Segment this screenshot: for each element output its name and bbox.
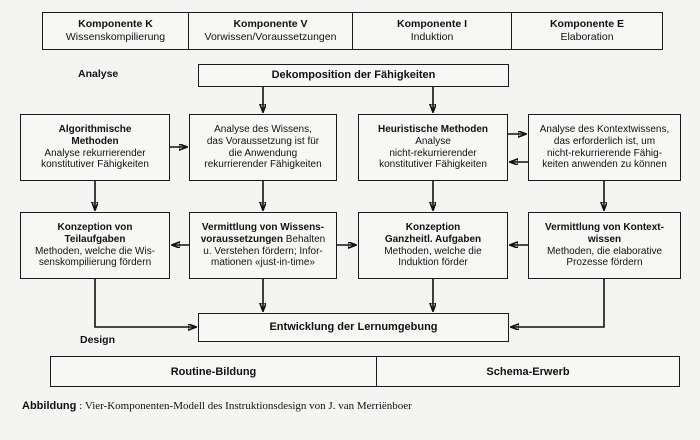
header-subtitle: Wissenskompilierung <box>65 31 166 43</box>
header-cell-komponente-i: Komponente I Induktion <box>353 13 512 49</box>
box-body-line4: rekurrierender Fähigkeiten <box>204 159 322 171</box>
outcome-label: Schema-Erwerb <box>486 365 570 378</box>
box-title-line2: voraussetzungen Behalten <box>200 233 326 245</box>
box-algorithmische-methoden: Algorithmische Methoden Analyse rekurrie… <box>20 114 170 181</box>
box-title-line1: Konzeption von <box>57 222 133 234</box>
box-body-line1: Analyse rekurrierender <box>44 147 146 159</box>
box-body-line2: senskompilierung fördern <box>38 257 152 269</box>
header-title: Komponente E <box>549 18 625 31</box>
box-body-line3: nicht-rekurrierende Fähig- <box>546 147 663 159</box>
box-body-line3: die Anwendung <box>228 147 298 159</box>
caption-text: : Vier-Komponenten-Modell des Instruktio… <box>79 400 412 412</box>
box-entwicklung-der-lernumgebung: Entwicklung der Lernumgebung <box>198 313 509 342</box>
box-vermittlung-von-wissensvoraussetzungen: Vermittlung von Wissens- voraussetzungen… <box>189 212 337 279</box>
header-subtitle: Elaboration <box>560 31 614 43</box>
box-body-line1: u. Verstehen fördern; Infor- <box>203 245 323 257</box>
outcome-cell-routine-bildung: Routine-Bildung <box>51 357 377 386</box>
box-analyse-des-wissens: Analyse des Wissens, das Voraussetzung i… <box>189 114 337 181</box>
box-body-line4: keiten anwenden zu können <box>542 159 667 171</box>
box-title-line2: Methoden <box>71 135 119 147</box>
box-body-line1: Methoden, welche die <box>384 245 482 257</box>
box-konzeption-von-teilaufgaben: Konzeption von Teilaufgaben Methoden, we… <box>20 212 170 279</box>
box-title-line2: wissen <box>587 233 622 245</box>
box-title: Entwicklung der Lernumgebung <box>269 321 438 334</box>
header-title: Komponente V <box>233 18 308 31</box>
box-title-line2: Teilaufgaben <box>64 233 126 245</box>
box-title-line1: Algorithmische <box>58 124 132 136</box>
figure-caption: Abbildung : Vier-Komponenten-Modell des … <box>22 400 412 412</box>
box-body-line2: Induktion förder <box>398 257 468 269</box>
header-subtitle: Vorwissen/Voraussetzungen <box>204 31 337 43</box>
box-body-line2: das erforderlich ist, um <box>553 135 656 147</box>
component-header-bar: Komponente K Wissenskompilierung Kompone… <box>42 12 663 50</box>
box-title: Dekomposition der Fähigkeiten <box>271 69 436 82</box>
header-subtitle: Induktion <box>410 31 454 43</box>
box-body-line3: konstitutiver Fähigkeiten <box>379 159 487 171</box>
caption-key: Abbildung <box>22 400 77 412</box>
outcome-cell-schema-erwerb: Schema-Erwerb <box>377 357 679 386</box>
box-title-line1: Vermittlung von Kontext- <box>545 222 664 234</box>
phase-label-analyse: Analyse <box>78 68 119 80</box>
box-body-line2: Prozesse fördern <box>566 257 643 269</box>
header-cell-komponente-k: Komponente K Wissenskompilierung <box>43 13 189 49</box>
box-body-line2: nicht-rekurrierender <box>389 147 477 159</box>
box-heuristische-methoden: Heuristische Methoden Analyse nicht-reku… <box>358 114 508 181</box>
box-dekomposition-der-faehigkeiten: Dekomposition der Fähigkeiten <box>198 64 509 87</box>
box-konzeption-ganzheitliche-aufgaben: Konzeption Ganzheitl. Aufgaben Methoden,… <box>358 212 508 279</box>
box-title-line1: Vermittlung von Wissens- <box>201 222 325 234</box>
box-title-line1: Konzeption <box>405 222 461 234</box>
box-body-line2: konstitutiver Fähigkeiten <box>41 159 149 171</box>
box-vermittlung-von-kontextwissen: Vermittlung von Kontext- wissen Methoden… <box>528 212 681 279</box>
box-analyse-des-kontextwissens: Analyse des Kontextwissens, das erforder… <box>528 114 681 181</box>
outcome-label: Routine-Bildung <box>170 365 257 378</box>
box-body-line1: Methoden, die elaborative <box>546 245 663 257</box>
box-body-line1: Methoden, welche die Wis- <box>34 245 156 257</box>
box-body-line1: Analyse des Wissens, <box>214 124 312 136</box>
arrow-vermittlung-kontext-to-entwicklung <box>511 279 605 327</box>
header-title: Komponente K <box>78 18 153 31</box>
arrow-teilaufgaben-to-entwicklung <box>94 279 196 327</box>
box-title-line1: Heuristische Methoden <box>377 124 489 136</box>
header-cell-komponente-v: Komponente V Vorwissen/Voraussetzungen <box>189 13 353 49</box>
header-cell-komponente-e: Komponente E Elaboration <box>512 13 662 49</box>
box-body-line2: das Voraussetzung ist für <box>206 135 320 147</box>
box-body-line1: Analyse des Kontextwissens, <box>539 124 670 136</box>
box-body-line1: Analyse <box>415 135 451 147</box>
outcome-bar: Routine-Bildung Schema-Erwerb <box>50 356 680 387</box>
phase-label-design: Design <box>80 334 116 346</box>
header-title: Komponente I <box>397 18 467 31</box>
box-body-line2: mationen «just-in-time» <box>211 257 315 269</box>
box-title-line2: Ganzheitl. Aufgaben <box>384 233 482 245</box>
